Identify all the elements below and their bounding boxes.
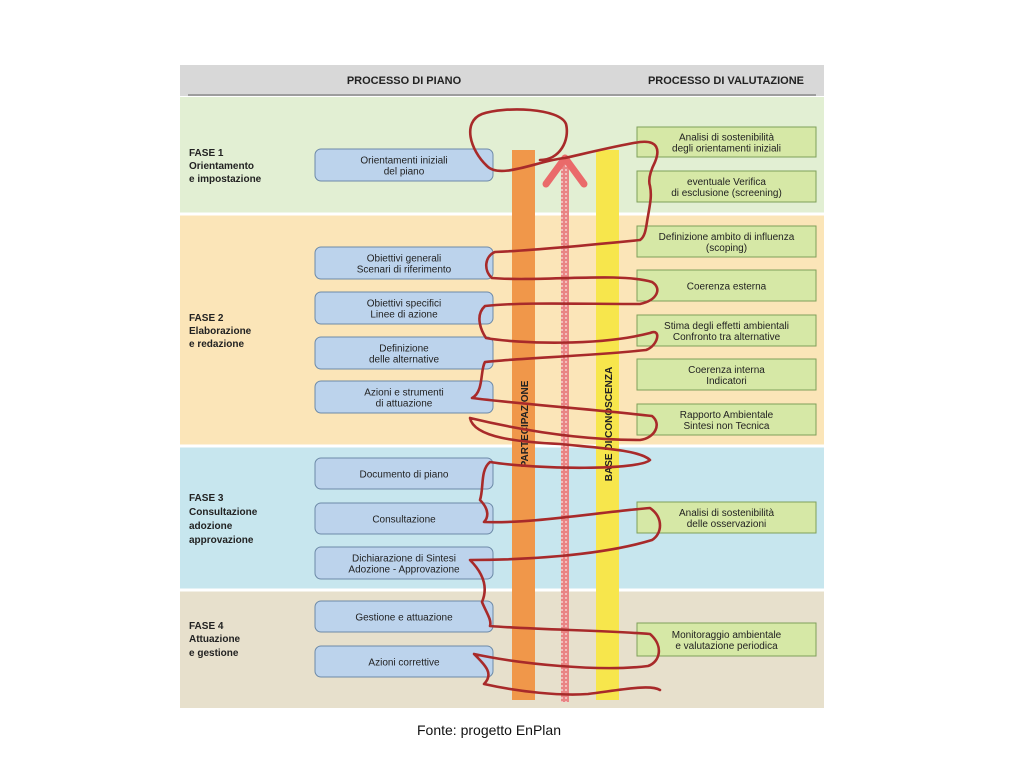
box-label-line: Definizione ambito di influenza: [659, 232, 795, 243]
box-label-line: Coerenza interna: [688, 365, 765, 376]
box-label-line: Adozione - Approvazione: [348, 565, 460, 576]
box-label-line: Azioni e strumenti: [364, 388, 443, 399]
phase-label-3: FASE 3 Consultazione adozione approvazio…: [189, 493, 260, 546]
eval-step-ambito-influenza: Definizione ambito di influenza(scoping): [636, 225, 817, 258]
box-label-line: Monitoraggio ambientale: [672, 630, 782, 641]
box-label-line: Dichiarazione di Sintesi: [352, 554, 456, 565]
box-label-line: Gestione e attuazione: [355, 613, 453, 624]
process-thread: [468, 108, 662, 696]
box-label-line: Analisi di sostenibilità: [679, 133, 774, 144]
header-eval-title: PROCESSO DI VALUTAZIONE: [648, 75, 804, 87]
box-label-line: (scoping): [706, 243, 747, 254]
box-label-line: Documento di piano: [360, 470, 449, 481]
box-label-line: delle osservazioni: [687, 519, 767, 530]
eval-step-coerenza-esterna: Coerenza esterna: [636, 269, 817, 302]
box-label-line: Azioni correttive: [368, 658, 440, 669]
box-label-line: Obiettivi generali: [367, 254, 441, 265]
box-label-line: Orientamenti iniziali: [360, 156, 447, 167]
box-label-line: Consultazione: [372, 515, 436, 526]
phase-label-1: FASE 1 Orientamento e impostazione: [189, 148, 262, 185]
box-label-line: di esclusione (screening): [671, 188, 782, 199]
plan-step-azioni-correttive: Azioni correttive: [314, 645, 494, 678]
plan-step-gestione-attuazione: Gestione e attuazione: [314, 600, 494, 633]
process-arrow-shaft: [561, 160, 569, 702]
box-label-line: Analisi di sostenibilità: [679, 508, 774, 519]
base-conoscenza-label: BASE DI CONOSCENZA: [604, 367, 615, 481]
header-band: [180, 65, 824, 96]
source-caption: Fonte: progetto EnPlan: [417, 722, 561, 738]
box-label-line: Definizione: [379, 344, 429, 355]
box-label-line: di attuazione: [376, 399, 433, 410]
box-label-line: Linee di azione: [370, 310, 438, 321]
box-label-line: Indicatori: [706, 376, 747, 387]
box-label-line: Confronto tra alternative: [673, 332, 781, 343]
phase-label-4: FASE 4 Attuazione e gestione: [189, 621, 243, 659]
box-label-line: Obiettivi specifici: [367, 299, 441, 310]
base-conoscenza-bar: [596, 150, 619, 700]
box-label-line: Scenari di riferimento: [357, 265, 452, 276]
eval-step-stima-effetti: Stima degli effetti ambientaliConfronto …: [636, 314, 817, 347]
box-label-line: Coerenza esterna: [687, 282, 767, 293]
box-label-line: e valutazione periodica: [675, 641, 778, 652]
box-label-line: delle alternative: [369, 355, 439, 366]
plan-step-consultazione: Consultazione: [314, 502, 494, 535]
box-label-line: degli orientamenti iniziali: [672, 144, 781, 155]
plan-step-documento-piano: Documento di piano: [314, 457, 494, 490]
phase-label-2: FASE 2 Elaborazione e redazione: [189, 313, 254, 350]
box-label-line: Stima degli effetti ambientali: [664, 321, 789, 332]
partecipazione-bar: [512, 150, 535, 700]
header-plan-title: PROCESSO DI PIANO: [347, 75, 462, 87]
partecipazione-label: PARTECIPAZIONE: [520, 380, 531, 467]
box-label-line: Rapporto Ambientale: [680, 410, 774, 421]
box-label-line: del piano: [384, 167, 425, 178]
box-label-line: eventuale Verifica: [687, 177, 766, 188]
box-label-line: Sintesi non Tecnica: [684, 421, 770, 432]
